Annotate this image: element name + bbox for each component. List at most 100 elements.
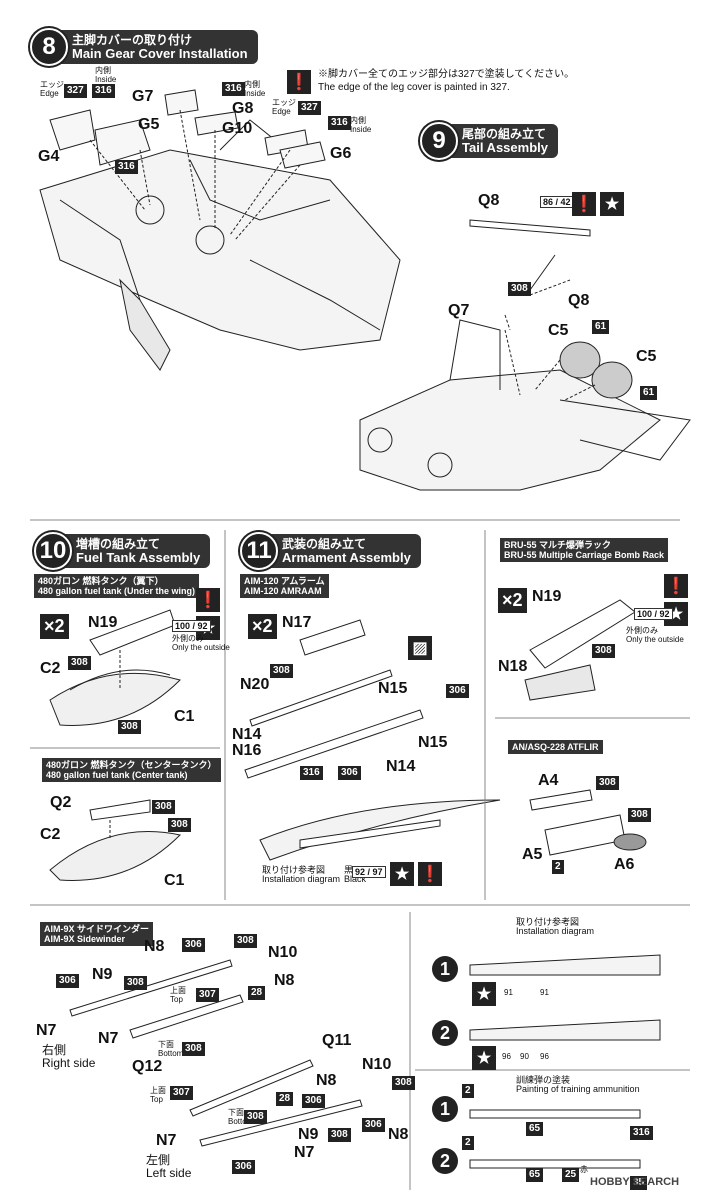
decal-90: 90 [520,1052,529,1061]
part-label: N15 [418,734,448,751]
mix-color-100-92: 100 / 92 [172,620,211,632]
color-61: 61 [592,320,610,334]
part-label: N8 [274,972,295,989]
variant-2-marker: 2 [432,1148,458,1174]
part-label: N19 [88,614,118,631]
subsection-title: 480ガロン 燃料タンク（センタータンク）480 gallon fuel tan… [42,758,221,782]
color-65: 65 [526,1168,544,1182]
part-label: N15 [378,680,408,697]
part-label: A4 [538,772,559,789]
step-8-header: 8 主脚カバーの取り付け Main Gear Cover Installatio… [30,28,258,66]
color-308: 308 [244,1110,267,1124]
part-label: N14 [386,758,416,775]
color-308: 308 [118,720,141,734]
step-number: 10 [34,532,72,570]
paint-icon: ❗ [664,574,688,598]
red-label: 赤 [580,1165,588,1174]
mix-color-100-92: 100 / 92 [634,608,673,620]
part-label: C5 [636,348,657,365]
step-title: 武装の組み立て Armament Assembly [260,534,421,568]
part-label: N9 [298,1126,319,1143]
color-2: 2 [462,1084,474,1098]
color-306: 306 [338,766,361,780]
color-327: 327 [298,101,321,115]
mix-color-86-42: 86 / 42 [540,196,574,208]
variant-1-marker: 1 [432,956,458,982]
quantity-x2: ×2 [498,588,527,613]
color-2: 2 [552,860,564,874]
step-number: 8 [30,28,68,66]
color-308: 308 [234,934,257,948]
part-label: Q8 [478,192,500,209]
stripe-decal-icon: ▨ [408,636,432,660]
part-label: G8 [232,100,254,117]
part-label: Q2 [50,794,72,811]
part-label: N7 [294,1144,315,1161]
color-308: 308 [124,976,147,990]
color-2: 2 [462,1136,474,1150]
step-title: 尾部の組み立て Tail Assembly [440,124,558,158]
color-316: 316 [92,84,115,98]
part-label: C5 [548,322,569,339]
part-label: N14 [232,726,262,743]
part-label: N16 [232,742,262,759]
decal-star-icon: ★ [472,982,496,1006]
part-label: G7 [132,88,154,105]
color-306: 306 [446,684,469,698]
color-307: 307 [196,988,219,1002]
part-label: C1 [164,872,185,889]
decal-star-icon: ★ [390,862,414,886]
color-306: 306 [302,1094,325,1108]
decal-star-icon: ★ [600,192,624,216]
part-label: N8 [316,1072,337,1089]
part-label: G10 [222,120,253,137]
part-label: G5 [138,116,160,133]
part-label: Q11 [322,1032,352,1049]
part-label: N7 [36,1022,57,1039]
variant-2-marker: 2 [432,1020,458,1046]
color-316: 316 [328,116,351,130]
part-label: C1 [174,708,195,725]
part-label: Q8 [568,292,590,309]
color-327: 327 [64,84,87,98]
part-label: N7 [156,1132,177,1149]
part-label: A5 [522,846,543,863]
color-307: 307 [170,1086,193,1100]
paint-icon: ❗ [196,588,220,612]
part-label: N17 [282,614,312,631]
part-label: C2 [40,826,61,843]
step-number: 11 [240,532,278,570]
decal-91: 91 [540,988,549,997]
quantity-x2: ×2 [40,614,69,639]
part-label: N8 [388,1126,409,1143]
part-label: A6 [614,856,635,873]
part-label: N8 [144,938,165,955]
color-25: 25 [562,1168,580,1182]
paint-icon: ❗ [287,70,311,94]
color-308: 308 [68,656,91,670]
color-316: 316 [115,160,138,174]
color-308: 308 [270,664,293,678]
step-9-header: 9 尾部の組み立て Tail Assembly [420,122,558,160]
color-308: 308 [508,282,531,296]
color-306: 306 [182,938,205,952]
part-label: N10 [362,1056,392,1073]
color-308: 308 [392,1076,415,1090]
edge-paint-note: ※脚カバー全てのエッジ部分は327で塗装してください。 The edge of … [318,69,575,93]
color-308: 308 [168,818,191,832]
color-316: 316 [300,766,323,780]
paint-icon: ❗ [572,192,596,216]
